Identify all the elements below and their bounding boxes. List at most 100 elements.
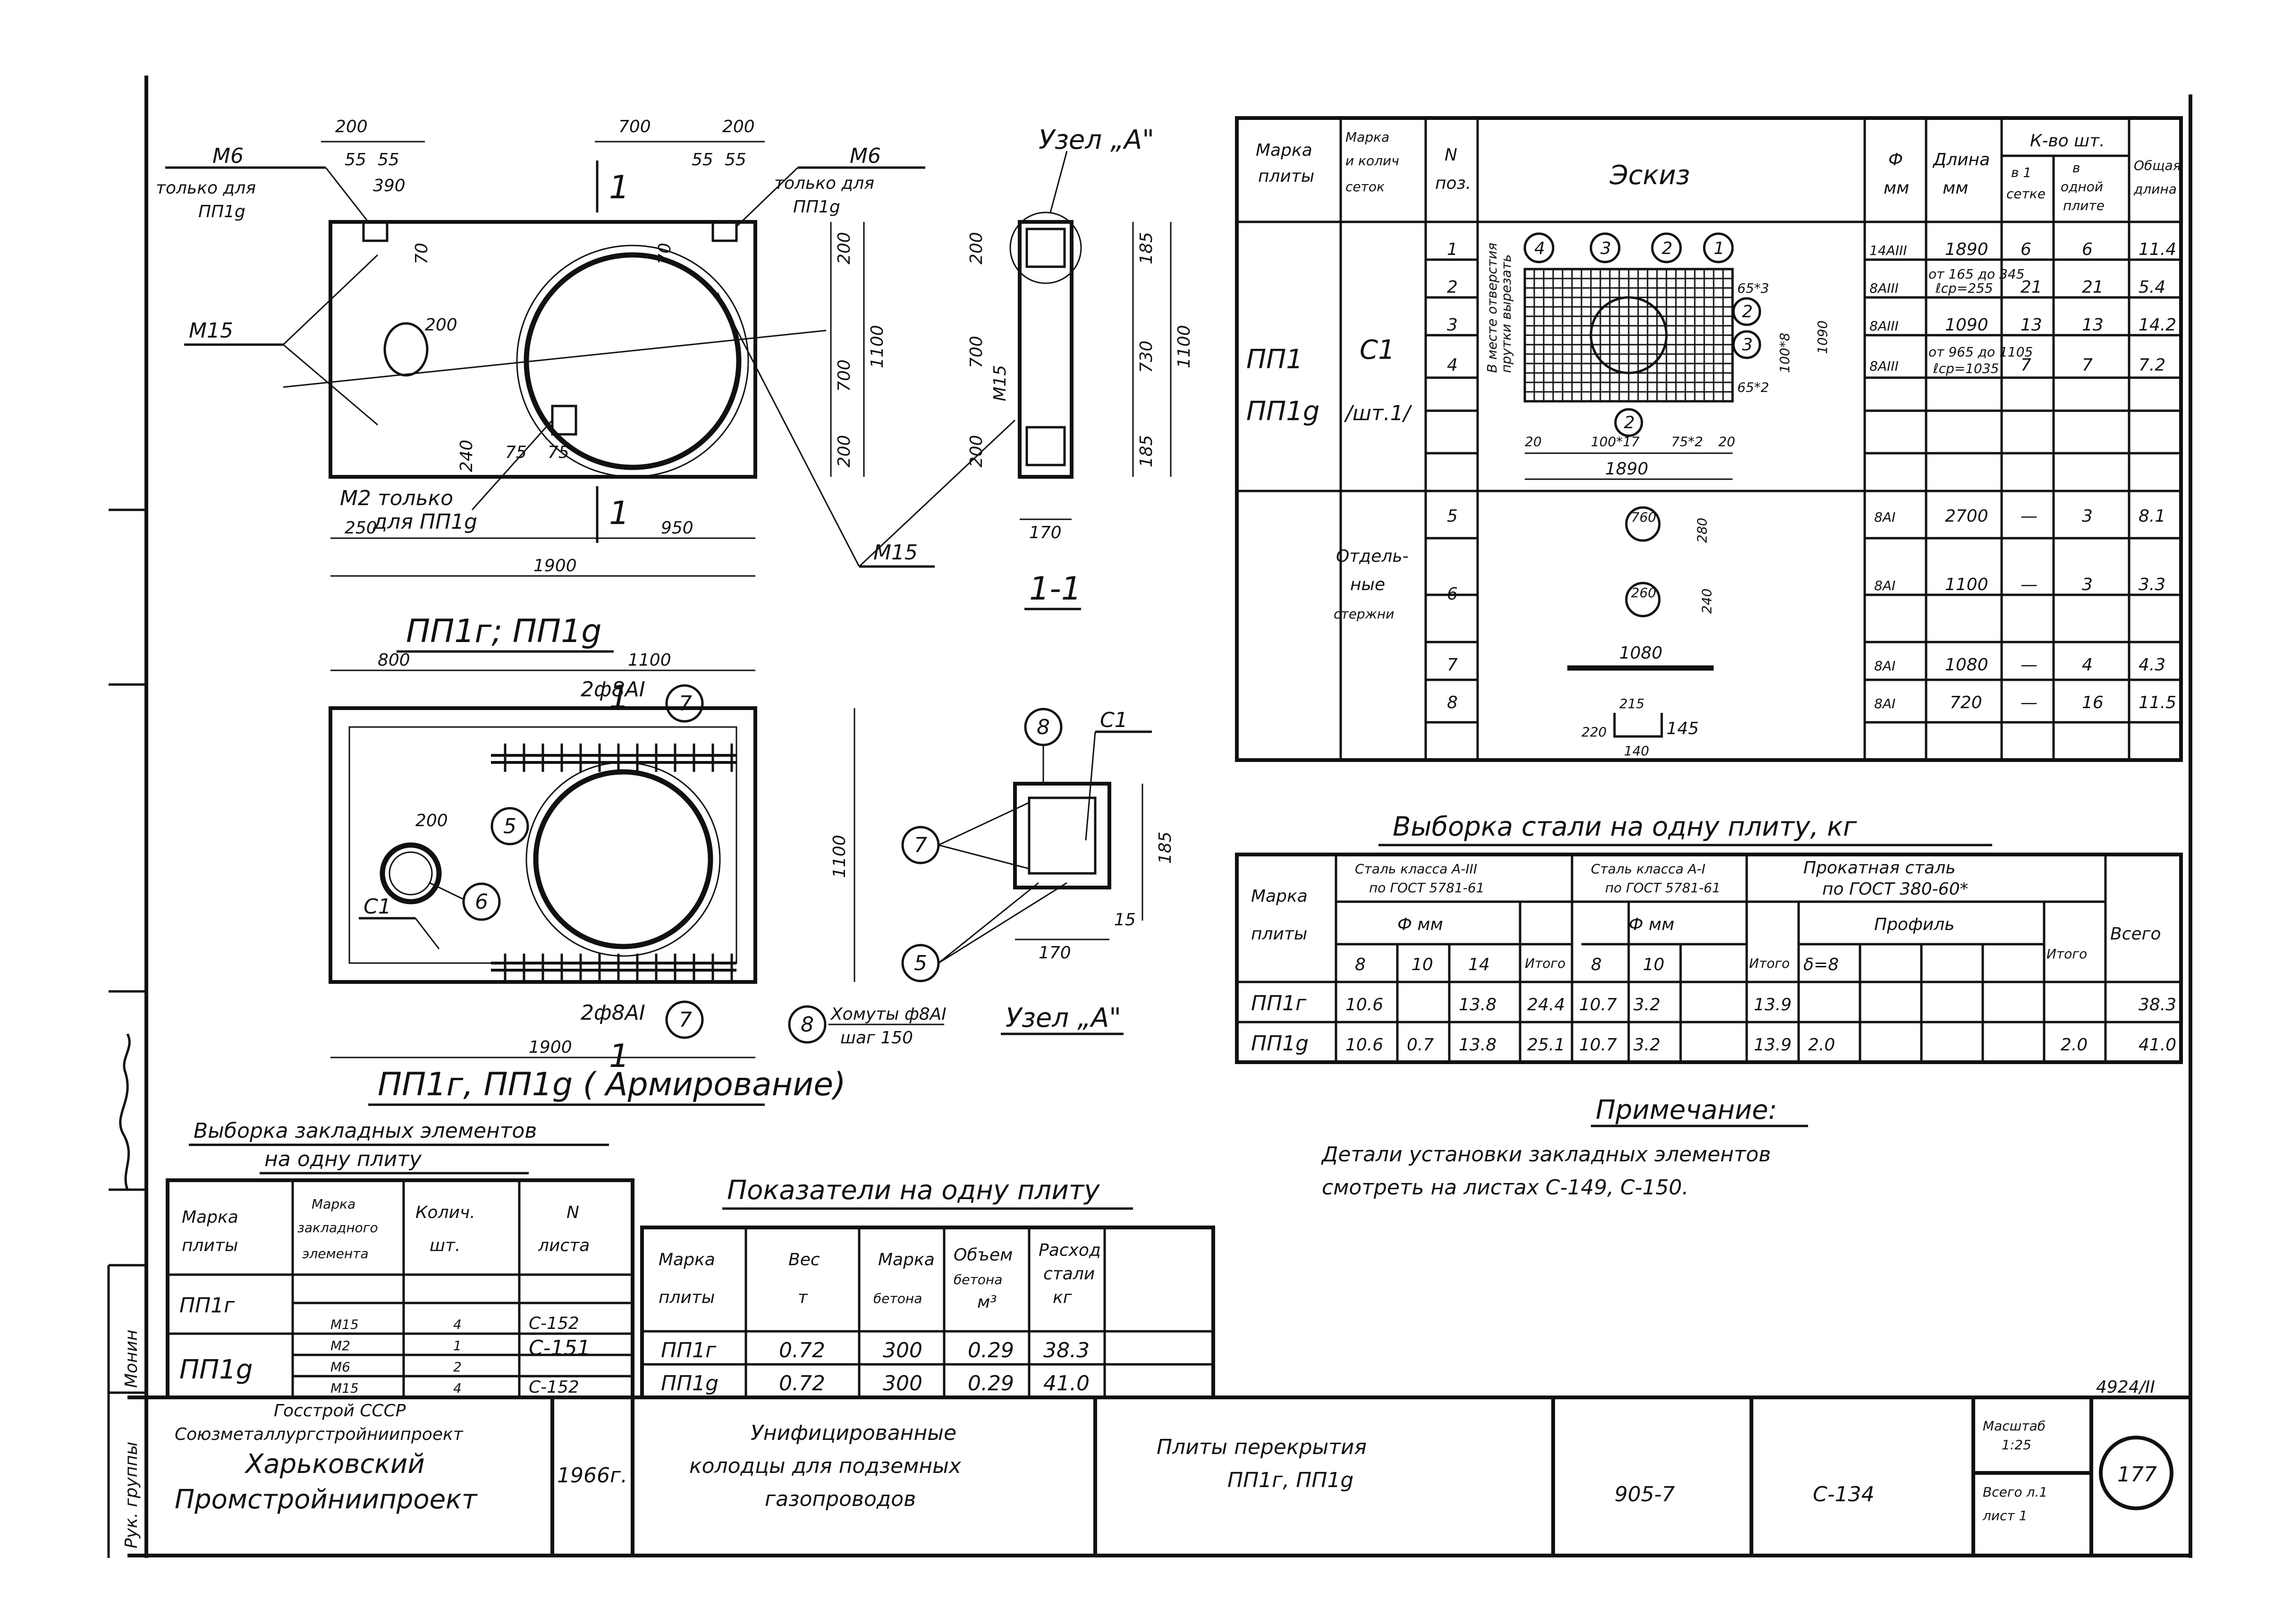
ind-row: ПП1г 0.72 300 0.29 38.3 — [661, 1338, 1090, 1362]
node-stirrups-2: шаг 150 — [840, 1028, 913, 1048]
mh-mesh-2: и колич — [1345, 153, 1399, 169]
mesh-row: 6 8АI 1100 — 3 3.3 — [1447, 575, 2165, 604]
dim-70-left: 70 — [412, 243, 431, 264]
tb-org-4: Промстройниипроект — [175, 1484, 478, 1515]
sk-d220: 220 — [1581, 724, 1606, 740]
row6-mesh: — — [2020, 575, 2037, 594]
mh-total-2: длина — [2133, 181, 2177, 197]
steel-row: ПП1г 10.6 13.8 24.4 10.7 3.2 13.9 38.3 — [1251, 991, 2176, 1015]
row4-len-2: ℓср=1035 — [1933, 361, 1999, 376]
row4-mesh: 7 — [2020, 355, 2031, 375]
emb-h-el-1: Марка — [312, 1196, 355, 1212]
emb-h-qty-2: шт. — [430, 1236, 460, 1255]
row5-mesh: — — [2020, 507, 2037, 526]
section-label: 1-1 — [1029, 570, 1082, 608]
row8-plate: 16 — [2082, 693, 2104, 712]
mt-plate-mark-2: ПП1g — [1246, 396, 1319, 427]
ind-h-v-3: м³ — [977, 1293, 997, 1312]
sketch-mesh: В месте отверстия прутки вырезать 4 3 2 … — [1484, 232, 1830, 480]
sk-d65x2: 65*2 — [1737, 380, 1769, 395]
sec-dim-185a: 185 — [1137, 232, 1156, 264]
row6-len: 1100 — [1945, 575, 1988, 594]
tb-org-2: Союзметаллургстройниипроект — [175, 1425, 464, 1444]
dim-240: 240 — [457, 440, 476, 472]
node-label-top: Узел „А" — [1039, 125, 1154, 155]
mesh-row: 5 8АI 2700 — 3 8.1 — [1447, 507, 2165, 526]
node-callout-5: 5 — [914, 951, 927, 975]
ind-r2-volume: 0.29 — [968, 1371, 1014, 1396]
rebar-ticks — [504, 744, 733, 982]
row8-total: 11.5 — [2139, 693, 2176, 712]
st-r1-total: 38.3 — [2139, 995, 2176, 1015]
sk-d20a: 20 — [1525, 434, 1542, 449]
dim-70-right: 70 — [655, 243, 675, 264]
mh-sketch: Эскиз — [1609, 160, 1690, 191]
note-title: Примечание: — [1596, 1095, 1777, 1125]
row1-dia: 14АIII — [1869, 243, 1907, 258]
emb-r2-qty: 1 — [453, 1338, 462, 1353]
sk-d65x3: 65*3 — [1737, 280, 1769, 296]
ind-h-w-1: Вес — [788, 1250, 820, 1269]
emb-h-sheet-1: N — [566, 1203, 579, 1222]
mh-dia-2: мм — [1884, 178, 1909, 198]
dim-950: 950 — [661, 518, 693, 538]
emb-title-1: Выборка закладных элементов — [194, 1119, 537, 1143]
row2-len-1: от 165 до 345 — [1928, 266, 2025, 282]
mh-qty-mesh-1: в 1 — [2011, 165, 2031, 180]
mh-len-1: Длина — [1932, 150, 1990, 169]
st-r2-a3-tot: 25.1 — [1527, 1035, 1565, 1055]
st-r2-a3-8: 10.6 — [1345, 1035, 1383, 1055]
node-label-bottom: Узел „А" — [1006, 1003, 1121, 1033]
row1-len: 1890 — [1945, 240, 1988, 259]
mh-pos-1: N — [1445, 145, 1457, 165]
m6-right-note: М6 — [850, 144, 881, 168]
st-d10b: 10 — [1643, 955, 1665, 974]
sk-d20b: 20 — [1718, 434, 1735, 449]
sk-r280: 280 — [1694, 518, 1710, 543]
row2-pos: 2 — [1447, 278, 1458, 297]
rb-dim-800: 800 — [378, 651, 410, 670]
tb-org-1: Госстрой СССР — [274, 1401, 406, 1421]
dim-200-v2: 200 — [835, 435, 854, 467]
mh-qty-mesh-2: сетке — [2006, 186, 2046, 202]
row1-plate: 6 — [2082, 240, 2093, 259]
st-d8b: 8 — [1591, 955, 1602, 974]
dim-200-v1: 200 — [835, 232, 854, 264]
emb-h-mark-1: Марка — [182, 1208, 238, 1227]
row1-pos: 1 — [1447, 240, 1458, 259]
dim-200-right: 200 — [722, 117, 755, 136]
tb-sheets-2: лист 1 — [1982, 1508, 2028, 1523]
row3-total: 14.2 — [2139, 315, 2176, 335]
ind-r2-weight: 0.72 — [779, 1371, 825, 1396]
m6-right-note-2: ПП1g — [793, 197, 840, 217]
sk-d100x8: 100*8 — [1777, 333, 1792, 373]
st-r2-mark: ПП1g — [1251, 1032, 1309, 1056]
mh-mark-2: плиты — [1258, 167, 1314, 186]
emb-h-qty-1: Колич. — [415, 1203, 475, 1222]
ind-h-g-2: бетона — [873, 1291, 922, 1306]
rb-top-bars: 2ф8АI — [581, 677, 645, 702]
emb-row: ПП1г М15 4 С-152 — [179, 1294, 579, 1333]
ind-h-s-2: стали — [1043, 1264, 1095, 1284]
sec-dim-185b: 185 — [1137, 435, 1156, 467]
tb-page: 177 — [2117, 1463, 2157, 1487]
row4-plate: 7 — [2082, 355, 2093, 375]
node-dim-15: 15 — [1114, 910, 1136, 930]
node-stirrups-1: Хомуты ф8АI — [830, 1005, 947, 1024]
page-circle — [2099, 1436, 2173, 1510]
rb-dim-200: 200 — [415, 811, 448, 830]
dim-1100-v: 1100 — [868, 325, 887, 368]
mesh-row: 7 8АI 1080 — 4 4.3 — [1447, 655, 2165, 675]
rebar-title: ПП1г, ПП1g ( Армирование) — [378, 1066, 846, 1103]
ind-r1-grade: 300 — [883, 1338, 922, 1362]
sk-callout-1: 1 — [1714, 239, 1725, 258]
emb-r1-qty: 4 — [453, 1317, 462, 1332]
row8-len: 720 — [1950, 693, 1982, 712]
m2-note-1: М2 только — [340, 486, 453, 510]
mt-mesh-1: С1 — [1360, 335, 1395, 365]
st-itogo-a1: Итого — [1749, 956, 1790, 971]
row2-total: 5.4 — [2139, 278, 2165, 297]
side-stamp: Рук. группы Монин — [119, 1033, 141, 1548]
note: Примечание: Детали установки закладных э… — [1321, 1095, 1808, 1200]
